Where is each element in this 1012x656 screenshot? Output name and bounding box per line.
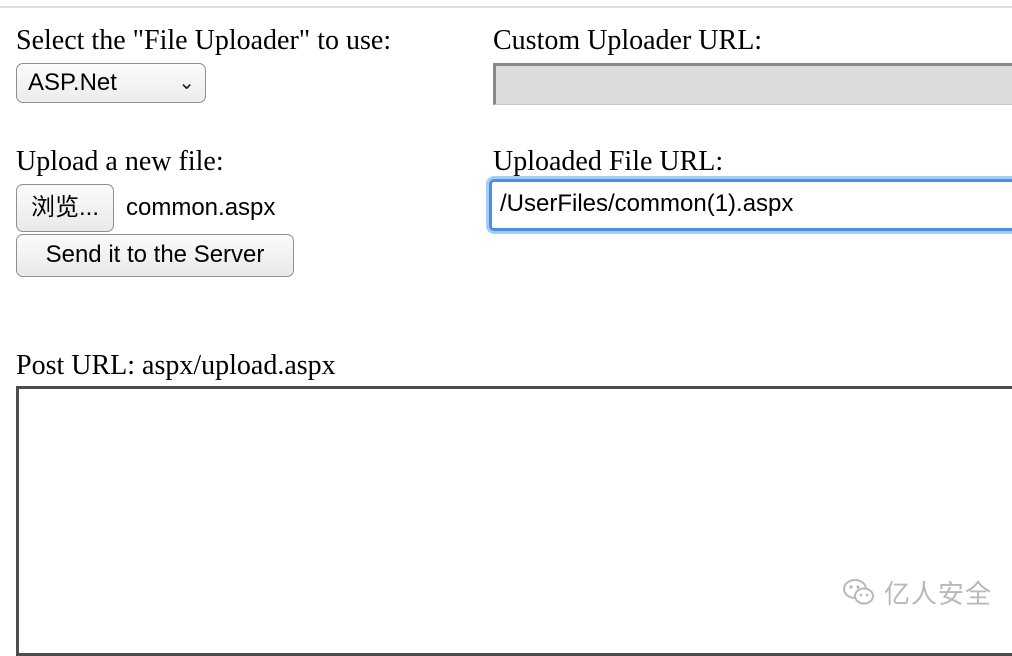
chevron-down-icon: ⌄	[178, 72, 195, 94]
selected-file-name: common.aspx	[126, 194, 276, 221]
upload-file-label: Upload a new file:	[16, 146, 224, 177]
post-url-label: Post URL: aspx/upload.aspx	[16, 350, 336, 381]
uploader-select-value: ASP.Net	[28, 69, 117, 96]
browse-button[interactable]: 浏览...	[16, 184, 114, 232]
uploader-select-label: Select the "File Uploader" to use:	[16, 25, 392, 56]
uploader-select[interactable]: ASP.Net ⌄	[16, 63, 206, 103]
send-to-server-button[interactable]: Send it to the Server	[16, 234, 294, 277]
top-divider	[0, 6, 1012, 8]
custom-uploader-url-input	[493, 63, 1012, 105]
uploaded-file-url-input[interactable]: /UserFiles/common(1).aspx	[489, 179, 1012, 231]
uploaded-file-url-label: Uploaded File URL:	[493, 146, 724, 177]
watermark-text: 亿人安全	[884, 579, 993, 610]
wechat-icon	[843, 579, 874, 605]
server-response-area[interactable]	[16, 386, 1012, 656]
watermark: 亿人安全	[842, 574, 992, 610]
custom-uploader-label: Custom Uploader URL:	[493, 25, 763, 56]
